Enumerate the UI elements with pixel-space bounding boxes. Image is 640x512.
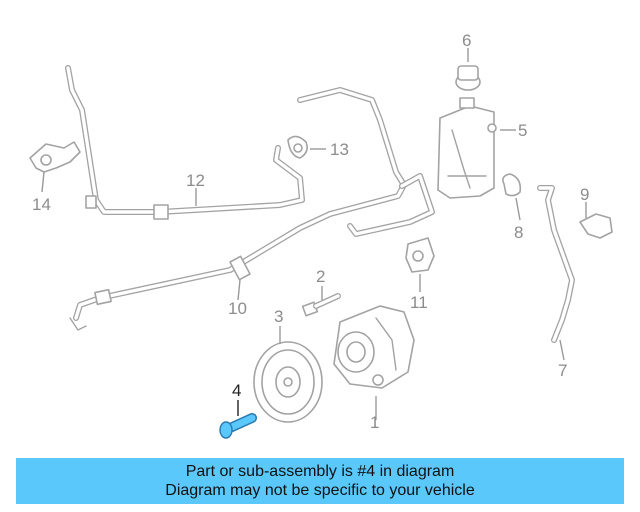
callout-9: 9 <box>580 185 589 204</box>
pulley-3 <box>253 341 323 423</box>
pump-1 <box>333 305 415 389</box>
hose-7 <box>537 185 575 343</box>
clamp-8 <box>502 173 522 197</box>
callout-8: 8 <box>514 223 523 242</box>
callout-12: 12 <box>186 171 205 190</box>
reservoir-5 <box>437 97 497 199</box>
leader-lines <box>41 48 587 420</box>
parts-diagram: 1 2 3 4 5 6 7 8 9 10 11 12 13 14 <box>29 31 613 439</box>
clamp-9 <box>579 213 613 239</box>
bracket-11 <box>405 237 435 273</box>
bolt-2 <box>301 293 341 317</box>
cap-6 <box>455 65 481 91</box>
callout-1: 1 <box>370 413 379 432</box>
callout-7: 7 <box>558 361 567 380</box>
info-banner: Part or sub-assembly is #4 in diagram Di… <box>16 458 624 504</box>
bracket-14 <box>29 141 81 173</box>
banner-line-2: Diagram may not be specific to your vehi… <box>165 482 475 499</box>
line-12 <box>65 65 435 237</box>
hose-10 <box>69 87 407 331</box>
callout-13: 13 <box>330 140 349 159</box>
clamp-13 <box>287 135 308 159</box>
callout-6: 6 <box>462 31 471 50</box>
banner-line-1: Part or sub-assembly is #4 in diagram <box>185 463 455 480</box>
callout-14: 14 <box>32 195 51 214</box>
callout-3: 3 <box>274 307 283 326</box>
callout-2: 2 <box>316 267 325 286</box>
callout-11: 11 <box>410 293 428 312</box>
callout-10: 10 <box>228 299 247 318</box>
callout-5: 5 <box>518 121 527 140</box>
bolt-4-highlighted <box>219 413 257 439</box>
callout-4: 4 <box>232 381 241 400</box>
